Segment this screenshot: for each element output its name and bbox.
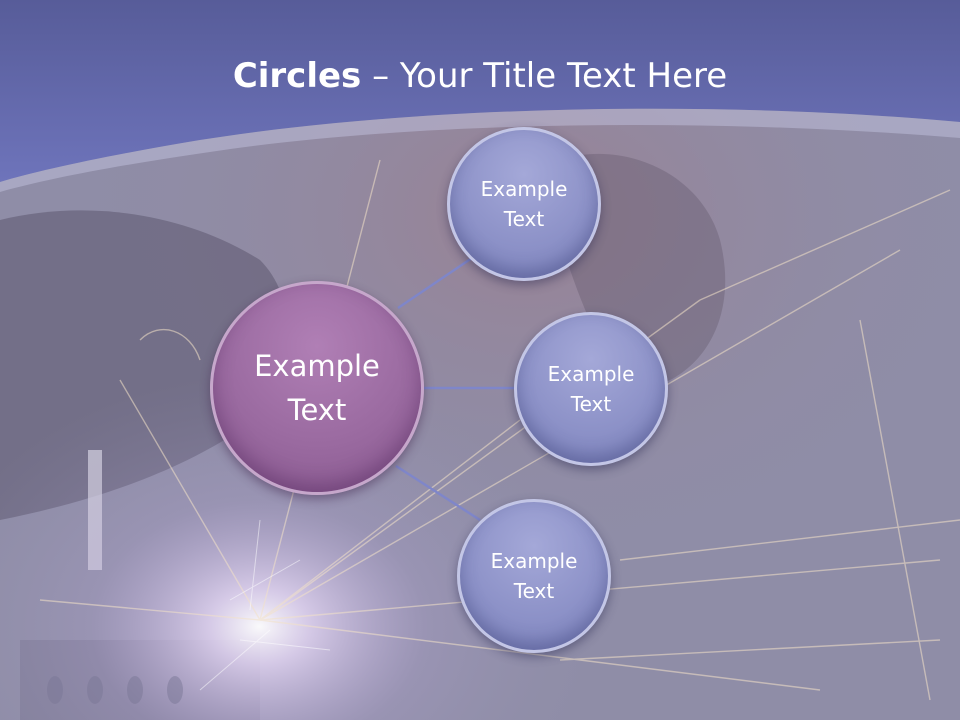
node-circle-label: Example Text xyxy=(480,177,568,231)
node-circle-3[interactable]: Example Text xyxy=(457,499,611,653)
title-bold: Circles xyxy=(232,56,362,96)
title-rest: – Your Title Text Here xyxy=(361,56,728,96)
center-circle[interactable]: Example Text xyxy=(210,281,424,495)
center-circle-label: Example Text xyxy=(254,349,380,427)
node-circle-label: Example Text xyxy=(490,549,578,603)
node-circle-2[interactable]: Example Text xyxy=(514,312,668,466)
node-circle-1[interactable]: Example Text xyxy=(447,127,601,281)
slide-title: Circles – Your Title Text Here xyxy=(0,52,960,100)
node-circle-label: Example Text xyxy=(547,362,635,416)
